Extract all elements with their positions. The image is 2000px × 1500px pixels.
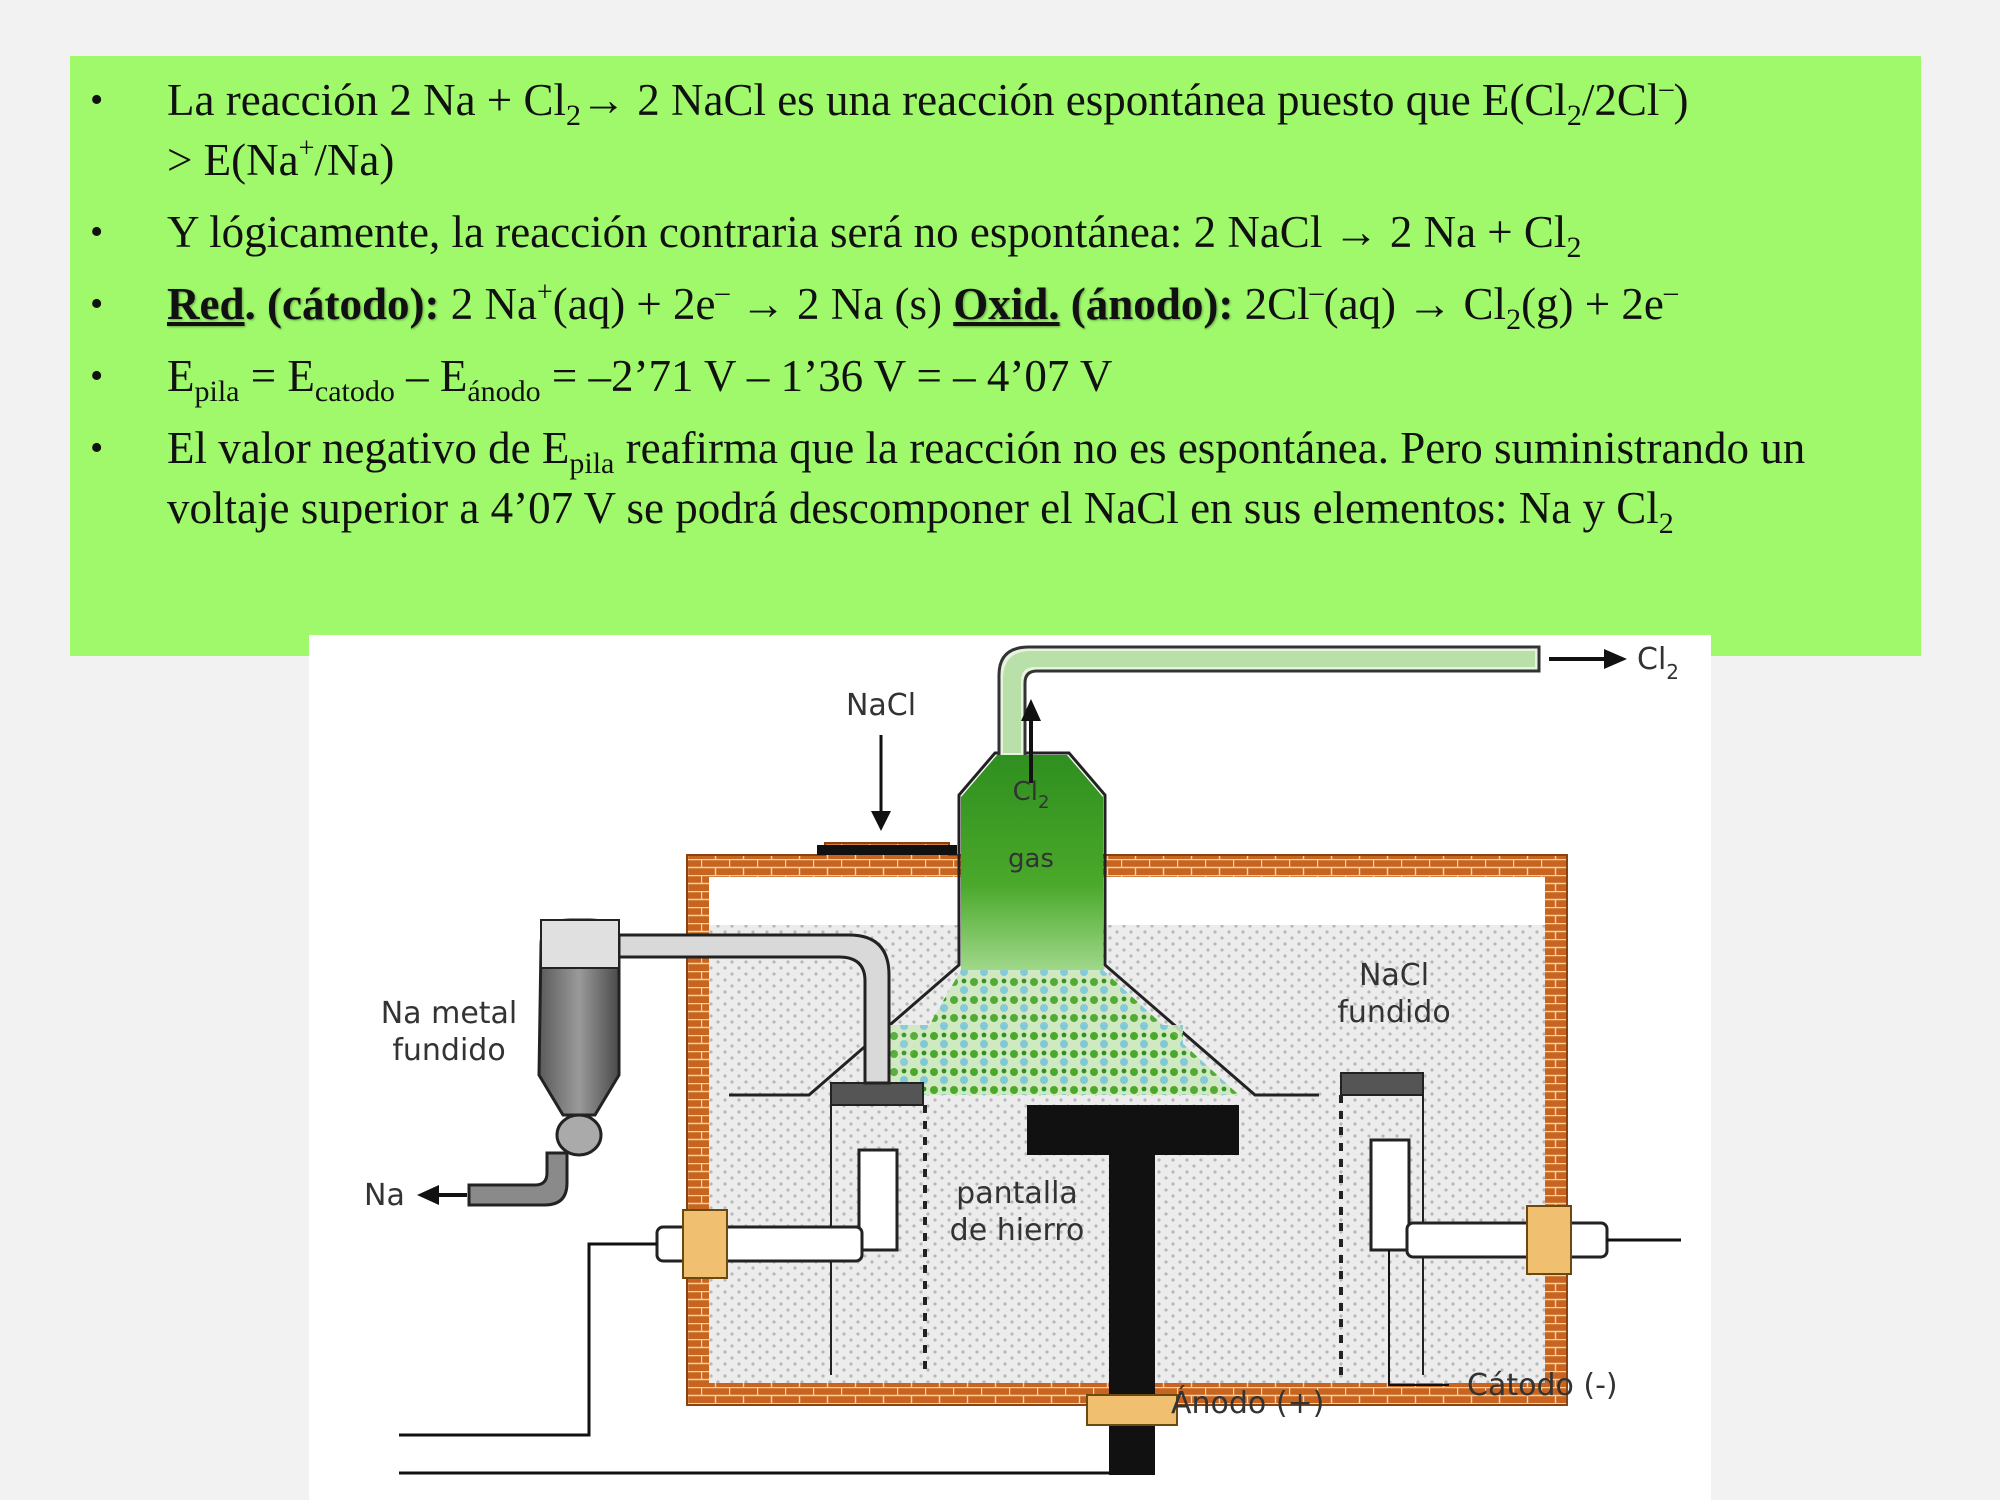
sodium-tank-top bbox=[540, 919, 620, 969]
bullet-3: Red. (cátodo): 2 Na+(aq) + 2e– → 2 Na (s… bbox=[70, 274, 1910, 335]
anode-head bbox=[1027, 1105, 1239, 1155]
sodium-riser-pipe bbox=[617, 933, 891, 1085]
chlorine-gas-column bbox=[961, 755, 1103, 970]
label-anodo: Ánodo (+) bbox=[1171, 1385, 1324, 1421]
label-cl2-out: Cl2 bbox=[1637, 642, 1679, 684]
bullet-list: La reacción 2 Na + Cl2→ 2 NaCl es una re… bbox=[70, 70, 1910, 550]
label-na-out: Na bbox=[364, 1178, 405, 1213]
label-catodo: Cátodo (-) bbox=[1467, 1368, 1618, 1403]
label-cl2-gas-2: gas bbox=[1008, 844, 1054, 874]
nacl-feed-lid bbox=[817, 845, 957, 855]
cathode-left-seal bbox=[682, 1209, 728, 1279]
na-collector-left bbox=[830, 1082, 924, 1106]
anode-lead bbox=[399, 1465, 1141, 1475]
electrolysis-cell-figure: NaCl Cl2 Cl2 gas Na metal fundido Na NaC… bbox=[309, 635, 1711, 1500]
bullet-2: Y lógicamente, la reacción contraria ser… bbox=[70, 202, 1910, 263]
cathode-right-rod bbox=[1405, 1221, 1609, 1259]
nacl-feed-arrowhead bbox=[871, 811, 891, 831]
electrolysis-cell-diagram: NaCl Cl2 Cl2 gas Na metal fundido Na NaC… bbox=[364, 642, 1681, 1475]
cathode-right-seal bbox=[1526, 1205, 1572, 1275]
bullet-1: La reacción 2 Na + Cl2→ 2 NaCl es una re… bbox=[70, 70, 1910, 190]
cl2-out-arrowhead bbox=[1604, 649, 1627, 669]
anode-seal bbox=[1086, 1394, 1178, 1426]
na-out-arrowhead bbox=[417, 1185, 439, 1205]
label-pantalla-1: pantalla bbox=[956, 1176, 1078, 1211]
label-na-metal-1: Na metal bbox=[381, 996, 518, 1031]
sodium-valve bbox=[555, 1113, 603, 1157]
chlorine-pipe-fill bbox=[1003, 651, 1535, 753]
cathode-label-leader bbox=[1388, 1250, 1449, 1386]
anode-stem bbox=[1109, 1155, 1155, 1475]
label-pantalla-2: de hierro bbox=[950, 1213, 1085, 1248]
label-nacl-fundido-2: fundido bbox=[1337, 995, 1450, 1030]
label-nacl-in: NaCl bbox=[846, 688, 916, 723]
na-collector-right bbox=[1340, 1072, 1424, 1096]
label-nacl-fundido-1: NaCl bbox=[1359, 958, 1429, 993]
bullet-5: El valor negativo de Epila reafirma que … bbox=[70, 418, 1910, 539]
cathode-right-block bbox=[1369, 1138, 1411, 1252]
gas-up-arrowhead bbox=[1021, 699, 1041, 721]
sodium-outlet-pipe bbox=[467, 1151, 569, 1207]
label-cl2-gas: Cl2 bbox=[1013, 777, 1050, 813]
bullet-4: Epila = Ecatodo – Eánodo = –2’71 V – 1’3… bbox=[70, 346, 1910, 407]
label-na-metal-2: fundido bbox=[392, 1033, 505, 1068]
cathode-left-lead bbox=[399, 1242, 657, 1437]
cathode-left-block bbox=[857, 1148, 899, 1252]
